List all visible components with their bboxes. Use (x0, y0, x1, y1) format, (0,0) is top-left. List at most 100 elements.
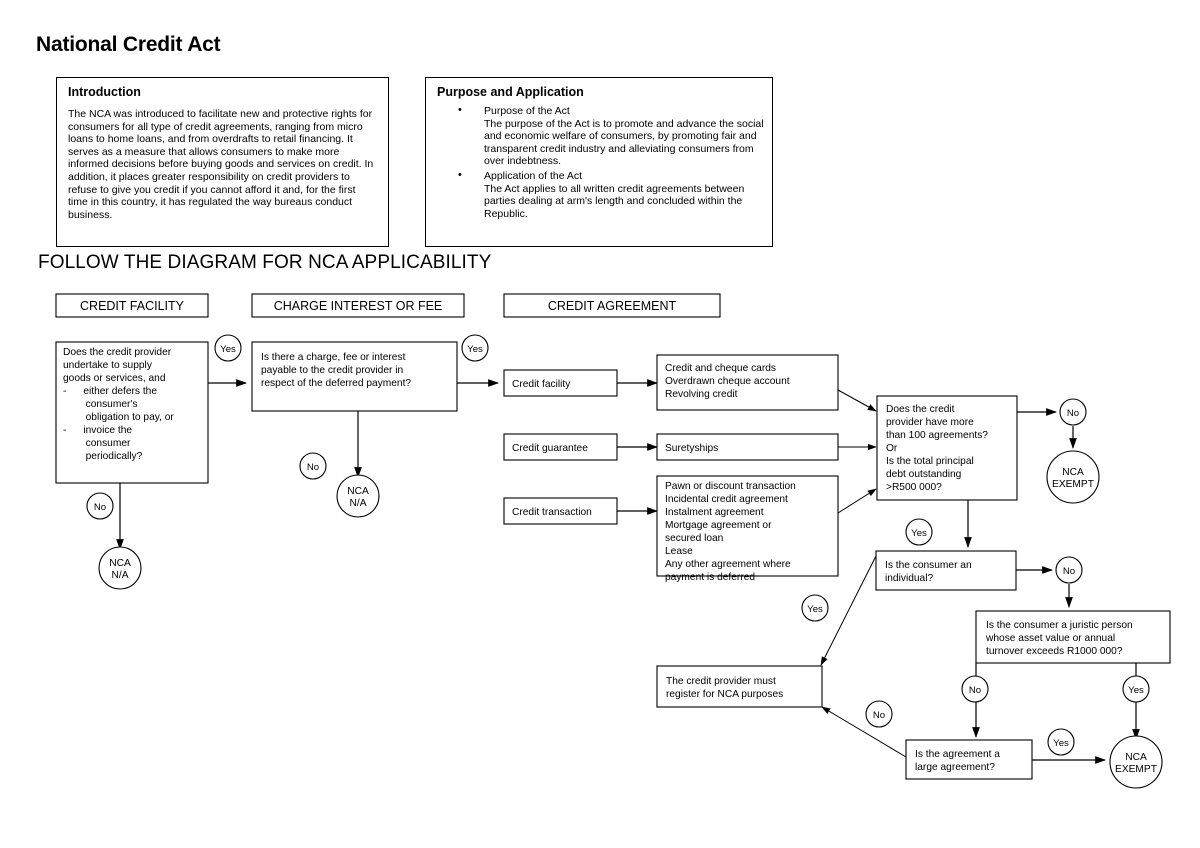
edge-label-text: No (94, 502, 106, 513)
edge-label-yes-juristic: Yes (1122, 675, 1150, 703)
bullet-title: Purpose of the Act (484, 105, 570, 117)
purpose-bullet-list: Purpose of the Act The purpose of the Ac… (426, 104, 772, 220)
bullet-text: The Act applies to all written credit ag… (484, 182, 745, 220)
column-header-label: CREDIT AGREEMENT (548, 299, 677, 313)
terminal-nca-na-supply: NCA N/A (98, 546, 142, 590)
edge-label-no-supply: No (86, 492, 114, 520)
column-header-charge-interest-or-fee: CHARGE INTEREST OR FEE (251, 293, 465, 318)
terminal-line: NCA (1062, 467, 1084, 478)
node-line: Overdrawn cheque account (665, 376, 790, 387)
terminal-nca-exempt-bottom: NCA EXEMPT (1109, 735, 1163, 789)
node-line: individual? (885, 573, 933, 584)
edge-label-yes-supply: Yes (214, 334, 242, 362)
edge-label-text: Yes (1128, 685, 1144, 696)
page-title: National Credit Act (36, 33, 221, 56)
node-line: payable to the credit provider in (261, 365, 403, 376)
introduction-body: The NCA was introduced to facilitate new… (68, 108, 374, 221)
node-question-supply: Does the credit provider undertake to su… (55, 341, 209, 484)
node-line: provider have more (886, 417, 974, 428)
node-question-hundred-agreements: Does the credit provider have more than … (876, 395, 1018, 501)
node-line: secured loan (665, 533, 723, 544)
terminal-line: NCA (347, 486, 369, 497)
node-line: Is the total principal (886, 456, 974, 467)
node-line: Mortgage agreement or (665, 520, 772, 531)
node-line: >R500 000? (886, 482, 942, 493)
node-list-credit-transaction-examples: Pawn or discount transaction Incidental … (656, 475, 839, 583)
node-list-credit-guarantee-examples: Suretyships (656, 433, 839, 461)
edge-individual-yes-to-register (820, 555, 877, 666)
node-line: Lease (665, 546, 693, 557)
terminal-line: NCA (1125, 752, 1147, 763)
node-line: whose asset value or annual (985, 633, 1115, 644)
node-label: Credit transaction (512, 507, 592, 518)
node-line: respect of the deferred payment? (261, 378, 411, 389)
edge-label-no-individual: No (1055, 556, 1083, 584)
node-line: register for NCA purposes (666, 689, 783, 700)
introduction-panel: Introduction The NCA was introduced to f… (56, 77, 389, 247)
column-header-label: CHARGE INTEREST OR FEE (274, 299, 443, 313)
edge-label-text: No (1067, 408, 1079, 419)
edge-label-text: No (969, 685, 981, 696)
edge-label-no-large: No (865, 700, 893, 728)
node-line: Any other agreement where (665, 559, 791, 570)
node-type-credit-facility: Credit facility (503, 369, 618, 397)
node-line: Or (886, 443, 898, 454)
terminal-line: NCA (109, 558, 131, 569)
bullet-text: The purpose of the Act is to promote and… (484, 117, 764, 168)
node-line: turnover exceeds R1000 000? (986, 646, 1123, 657)
edge-label-text: Yes (807, 604, 823, 615)
edge-label-yes-individual: Yes (801, 594, 829, 622)
edge-label-no-hundred: No (1059, 398, 1087, 426)
node-line: Suretyships (665, 443, 718, 454)
edge-label-text: No (873, 710, 885, 721)
node-line: undertake to supply (63, 360, 153, 371)
node-line: debt outstanding (886, 469, 962, 480)
terminal-line: N/A (112, 570, 129, 581)
section-heading: FOLLOW THE DIAGRAM FOR NCA APPLICABILITY (38, 252, 492, 273)
node-line: Credit and cheque cards (665, 363, 776, 374)
edge-label-text: Yes (220, 344, 236, 355)
node-type-credit-transaction: Credit transaction (503, 497, 618, 525)
bullet-title: Application of the Act (484, 169, 583, 182)
purpose-application-panel: Purpose and Application Purpose of the A… (425, 77, 773, 247)
node-line: - either defers the (63, 386, 157, 397)
terminal-line: EXEMPT (1115, 764, 1157, 775)
node-question-juristic-person: Is the consumer a juristic person whose … (975, 610, 1171, 664)
node-type-credit-guarantee: Credit guarantee (503, 433, 618, 461)
edge-listtransaction-to-hundred (837, 488, 877, 514)
node-line: Is the consumer an (885, 560, 972, 571)
node-question-charge: Is there a charge, fee or interest payab… (251, 341, 458, 412)
edge-label-yes-hundred: Yes (905, 518, 933, 546)
purpose-heading: Purpose and Application (437, 85, 584, 99)
node-label: Credit facility (512, 379, 571, 390)
terminal-nca-na-charge: NCA N/A (336, 474, 380, 518)
node-line: goods or services, and (63, 373, 166, 384)
edge-label-text: Yes (911, 528, 927, 539)
terminal-line: N/A (350, 498, 367, 509)
node-line: consumer (63, 438, 131, 449)
node-line: consumer's (63, 399, 137, 410)
column-header-label: CREDIT FACILITY (80, 299, 185, 313)
edge-label-yes-charge: Yes (461, 334, 489, 362)
node-line: periodically? (63, 451, 143, 462)
introduction-heading: Introduction (68, 85, 141, 99)
column-header-credit-agreement: CREDIT AGREEMENT (503, 293, 721, 318)
edge-label-text: No (1063, 566, 1075, 577)
node-question-large-agreement: Is the agreement a large agreement? (905, 739, 1033, 780)
node-line: Is the consumer a juristic person (986, 620, 1133, 631)
edge-large-no-to-register (821, 706, 907, 758)
node-question-consumer-individual: Is the consumer an individual? (875, 550, 1017, 591)
terminal-nca-exempt-hundred: NCA EXEMPT (1046, 450, 1100, 504)
node-list-credit-facility-examples: Credit and cheque cards Overdrawn cheque… (656, 354, 839, 411)
node-line: Pawn or discount transaction (665, 481, 796, 492)
node-line: The credit provider must (666, 676, 776, 687)
node-line: than 100 agreements? (886, 430, 988, 441)
node-line: obligation to pay, or (63, 412, 174, 423)
node-line: large agreement? (915, 762, 995, 773)
node-line: Is there a charge, fee or interest (261, 352, 406, 363)
node-line: Revolving credit (665, 389, 738, 400)
edge-label-no-charge: No (299, 452, 327, 480)
column-header-credit-facility: CREDIT FACILITY (55, 293, 209, 318)
